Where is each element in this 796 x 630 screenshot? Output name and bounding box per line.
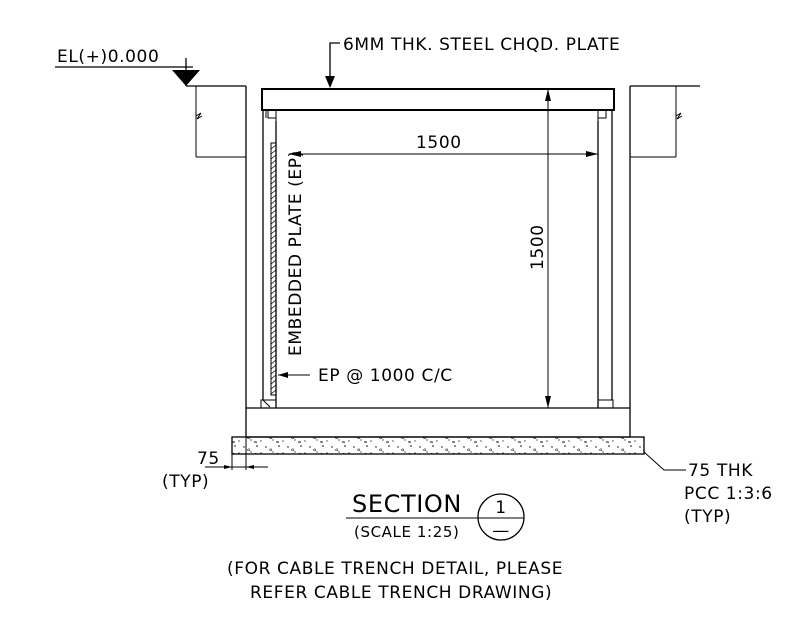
plate-callout: 6MM THK. STEEL CHQD. PLATE [325,35,620,88]
ep-hatch-line [270,319,277,325]
ep-hatch-line [270,224,277,230]
ep-hatch-line [270,194,277,200]
ep-hatch-line [270,254,277,260]
embedded-plate [270,142,277,396]
pcc-label-line3: (TYP) [684,507,731,527]
ep-hatch-line [270,219,277,225]
ep-hatch-line [270,389,277,395]
ep-hatch-line [270,269,277,275]
ep-hatch-line [270,259,277,265]
ep-hatch-line [270,324,277,330]
ep-hatch-line [270,304,277,310]
section-bubble [477,493,525,541]
ep-hatch-line [270,329,277,335]
ep-spacing-label: EP @ 1000 C/C [318,366,453,386]
note-block: (FOR CABLE TRENCH DETAIL, PLEASE REFER C… [227,559,563,603]
ep-hatch-line [270,144,277,150]
ep-hatch-line [270,154,277,160]
ep-hatch-line [270,334,277,340]
ep-hatch-line [270,179,277,185]
ground-left [186,85,246,158]
ep-hatch-line [270,204,277,210]
ep-hatch-line [270,159,277,165]
ep-hatch-line [270,149,277,155]
elevation-marker: EL(+)0.000 [55,47,200,86]
pcc-bed [231,436,645,455]
ep-hatch-line [270,314,277,320]
ep-hatch-line [270,379,277,385]
ep-hatch-line [270,209,277,215]
plate-callout-label: 6MM THK. STEEL CHQD. PLATE [343,35,620,55]
ground-right [630,85,700,158]
ep-hatch-line [270,344,277,350]
ep-hatch-line [270,239,277,245]
ep-hatch-line [270,214,277,220]
section-scale: (SCALE 1:25) [354,523,459,541]
offset-typ-label: (TYP) [162,472,209,492]
note-line2: REFER CABLE TRENCH DRAWING) [250,583,552,603]
ep-hatch-line [270,369,277,375]
ep-hatch-line [270,279,277,285]
ep-hatch-line [270,244,277,250]
ep-hatch-line [270,299,277,305]
ep-hatch-line [270,264,277,270]
ep-hatch-line [270,169,277,175]
section-title: SECTION [352,490,462,518]
depth-dimension-label: 1500 [528,224,548,270]
section-title-block: SECTION 1 — (SCALE 1:25) [346,490,525,541]
ep-hatch-line [270,274,277,280]
trench-right-wall [611,86,631,437]
ep-hatch-line [270,184,277,190]
offset-dim-label: 75 [197,449,220,469]
pcc-callout: 75 THK PCC 1:3:6 (TYP) [643,451,773,527]
ep-hatch-line [270,309,277,315]
note-line1: (FOR CABLE TRENCH DETAIL, PLEASE [227,559,563,579]
ep-hatch-line [270,359,277,365]
ep-hatch-line [270,174,277,180]
pcc-label-line1: 75 THK [688,461,753,481]
ep-hatch-line [270,199,277,205]
ep-hatch-line [270,354,277,360]
section-number: 1 [495,498,506,518]
ep-hatch-line [270,364,277,370]
ep-hatch-line [270,384,277,390]
ep-hatch-line [270,234,277,240]
ep-hatch-line [270,294,277,300]
ep-hatch-line [270,374,277,380]
ep-hatch-line [270,289,277,295]
ep-spacing-callout: EP @ 1000 C/C [278,366,453,386]
embedded-plate-label: EMBEDDED PLATE (EP) [286,150,306,356]
ep-hatch-line [270,349,277,355]
ep-hatch-line [270,229,277,235]
trench-left-wall [245,86,271,437]
offset-dimension: 75 (TYP) [162,437,268,492]
pcc-label-line2: PCC 1:3:6 [684,484,773,504]
ep-hatch-line [270,339,277,345]
ep-hatch-line [270,164,277,170]
steel-chequered-plate [261,88,615,121]
width-dimension: 1500 [289,133,598,157]
ep-hatch-line [270,249,277,255]
ep-hatch-line [270,189,277,195]
section-sheet: — [492,521,510,541]
ep-hatch-line [270,284,277,290]
width-dimension-label: 1500 [416,133,462,153]
depth-dimension: 1500 [528,89,551,408]
elevation-label: EL(+)0.000 [57,47,159,67]
